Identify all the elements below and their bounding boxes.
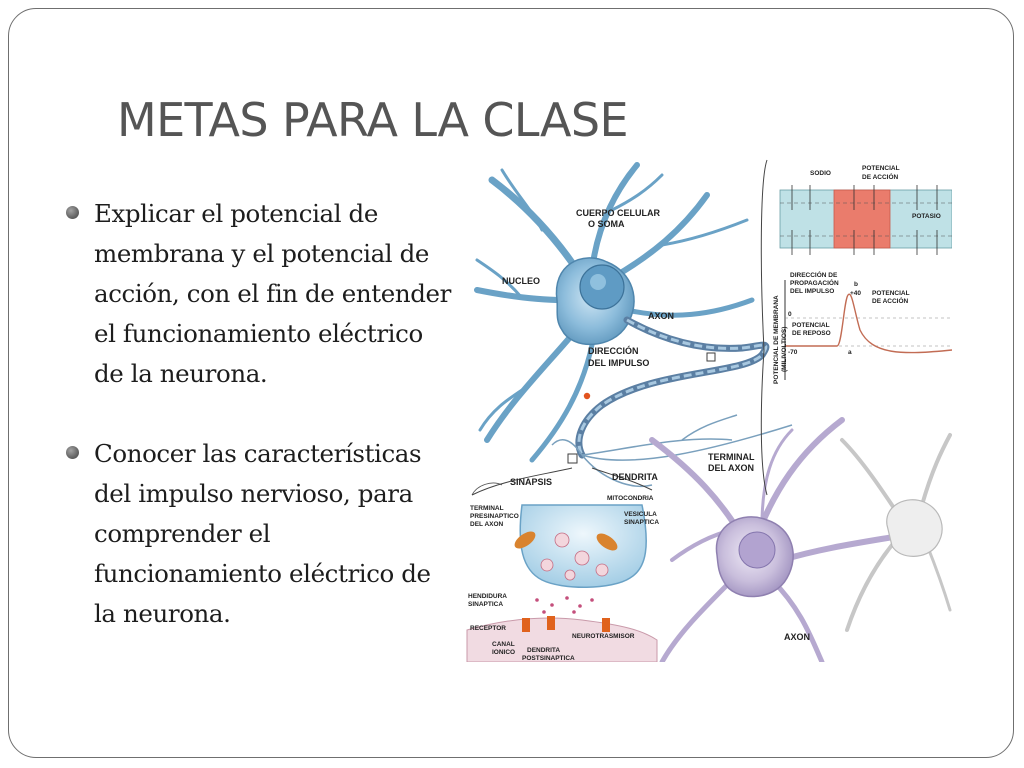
bullet-icon (66, 206, 79, 219)
label-terminal-pre-3: DEL AXON (470, 521, 504, 528)
label-ionico: IONICO (492, 649, 515, 656)
axon-terminal-branches (551, 414, 793, 487)
label-terminal-pre-2: PRESINAPTICO (470, 513, 519, 520)
label-zero: 0 (788, 311, 792, 318)
bullet-text: Explicar el potencial de membrana y el p… (94, 199, 451, 388)
label-hendidura: HENDIDURA (468, 593, 507, 600)
nucleolus-shape (590, 274, 606, 290)
label-potencial-reposo: POTENCIAL (792, 322, 830, 329)
label-dir-prop-3: DEL IMPULSO (790, 288, 834, 295)
purple-neuron (649, 417, 935, 662)
bullet-item: Explicar el potencial de membrana y el p… (64, 194, 459, 394)
label-potencial-accion-graph: POTENCIAL (872, 290, 910, 297)
label-sinapsis: SINAPSIS (510, 477, 552, 487)
action-potential-graph (784, 280, 952, 380)
label-potasio: POTASIO (912, 213, 941, 220)
label-nucleo: NUCLEO (502, 276, 540, 286)
label-mitocondria: MITOCONDRIA (607, 495, 654, 502)
bullet-text: Conocer las características del impulso … (94, 439, 431, 628)
bullet-icon (66, 446, 79, 459)
slide-title: METAS PARA LA CLASE (117, 93, 629, 147)
neuron-diagram: CUERPO CELULAR O SOMA NUCLEO AXON DIRECC… (466, 159, 952, 662)
ion-channel-inset (779, 185, 952, 255)
label-del-axon: DEL AXON (708, 463, 754, 473)
label-de-accion-top: DE ACCIÓN (862, 172, 899, 181)
label-dendrita-post: DENDRITA (527, 647, 560, 654)
label-minus70: -70 (788, 349, 798, 356)
label-axon-top: AXON (648, 311, 674, 321)
label-terminal-pre-1: TERMINAL (470, 505, 504, 512)
zoom-box (706, 352, 716, 362)
label-sinaptica: SINAPTICA (624, 519, 659, 526)
label-sodio: SODIO (810, 170, 831, 177)
bullet-list: Explicar el potencial de membrana y el p… (64, 194, 459, 674)
label-y-axis-2: (MILIVOLTIOS) (781, 327, 788, 372)
label-receptor: RECEPTOR (470, 625, 506, 632)
neuron-illustration: CUERPO CELULAR O SOMA NUCLEO AXON DIRECC… (462, 150, 952, 662)
label-dendrita: DENDRITA (612, 472, 658, 482)
label-hendidura-sinaptica: SINAPTICA (468, 601, 503, 608)
label-y-axis-1: POTENCIAL DE MEMBRANA (773, 295, 780, 384)
label-o-soma: O SOMA (588, 219, 625, 229)
node-marker (583, 392, 591, 400)
synapse-inset (466, 482, 658, 662)
label-vesicula: VESICULA (624, 511, 657, 518)
label-direccion: DIRECCIÓN (588, 345, 639, 356)
purple-nucleus (738, 531, 776, 569)
synapse-zoom-box (567, 453, 578, 464)
label-de-reposo: DE REPOSO (792, 330, 831, 337)
label-neurotrasmisor: NEUROTRASMISOR (572, 633, 635, 640)
label-del-impulso: DEL IMPULSO (588, 358, 649, 368)
bullet-item: Conocer las características del impulso … (64, 434, 459, 634)
label-dir-prop-1: DIRECCIÓN DE (790, 270, 838, 279)
label-dir-prop-2: PROPAGACIÓN (790, 278, 839, 287)
myelin-shape (577, 318, 768, 456)
label-de-accion-graph: DE ACCIÓN (872, 296, 909, 305)
label-b-marker: b (854, 281, 858, 288)
label-cuerpo-celular: CUERPO CELULAR (576, 208, 661, 218)
grey-soma (886, 499, 943, 557)
label-plus40: +40 (850, 290, 861, 297)
label-potencial-accion-top: POTENCIAL (862, 165, 900, 172)
label-canal: CANAL (492, 641, 515, 648)
label-terminal: TERMINAL (708, 452, 755, 462)
label-axon-bottom: AXON (784, 632, 810, 642)
label-postsinaptica: POSTSINAPTICA (522, 655, 575, 662)
label-a-marker: a (848, 349, 852, 356)
